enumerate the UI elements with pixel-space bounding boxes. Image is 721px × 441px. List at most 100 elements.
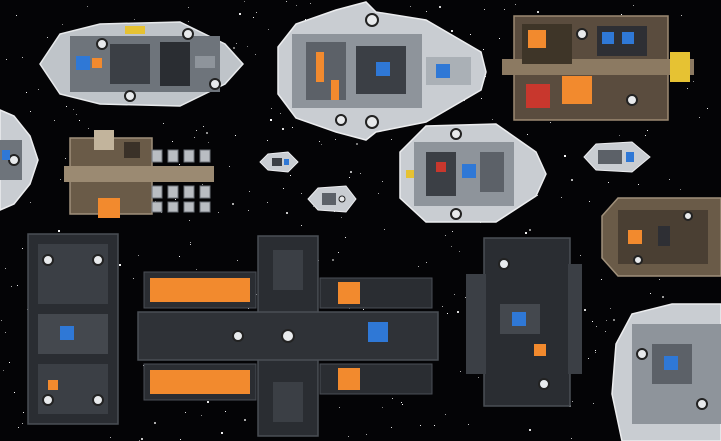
star bbox=[499, 38, 500, 39]
star bbox=[608, 182, 609, 183]
star bbox=[584, 309, 586, 311]
star bbox=[296, 5, 297, 6]
star bbox=[391, 427, 392, 428]
star bbox=[650, 293, 651, 294]
star bbox=[301, 193, 302, 194]
star bbox=[464, 100, 465, 101]
ship-2[interactable] bbox=[276, 1, 488, 141]
star bbox=[595, 352, 596, 353]
star bbox=[185, 412, 186, 413]
star bbox=[592, 321, 593, 322]
ship-13[interactable] bbox=[464, 234, 584, 410]
star bbox=[596, 326, 597, 327]
ship-12[interactable] bbox=[137, 235, 440, 437]
star bbox=[233, 47, 235, 49]
star bbox=[290, 175, 291, 176]
star bbox=[208, 142, 209, 143]
star bbox=[593, 403, 594, 404]
ship-5[interactable] bbox=[64, 130, 230, 222]
star bbox=[339, 407, 340, 408]
star bbox=[384, 229, 385, 230]
star bbox=[426, 262, 427, 263]
star bbox=[349, 177, 350, 178]
star bbox=[589, 201, 590, 202]
star bbox=[3, 370, 4, 371]
star bbox=[451, 246, 452, 247]
star bbox=[451, 30, 453, 32]
star bbox=[606, 320, 607, 321]
star bbox=[434, 425, 435, 426]
star bbox=[133, 278, 134, 279]
star bbox=[529, 429, 531, 431]
ship-10[interactable] bbox=[598, 196, 721, 278]
star bbox=[225, 411, 226, 412]
star bbox=[445, 235, 446, 236]
ship-7[interactable] bbox=[306, 184, 358, 214]
star bbox=[401, 402, 402, 403]
star bbox=[470, 34, 471, 35]
star bbox=[442, 306, 443, 307]
ship-6[interactable] bbox=[258, 150, 300, 174]
star bbox=[595, 350, 596, 351]
star bbox=[154, 422, 156, 424]
star bbox=[47, 37, 48, 38]
star bbox=[633, 5, 634, 6]
star bbox=[525, 232, 527, 234]
ship-1[interactable] bbox=[30, 14, 245, 114]
star bbox=[418, 266, 419, 267]
star bbox=[22, 423, 23, 424]
star bbox=[619, 135, 620, 136]
star bbox=[484, 9, 485, 10]
star bbox=[244, 419, 246, 421]
star bbox=[229, 166, 230, 167]
star bbox=[248, 210, 249, 211]
star bbox=[190, 244, 191, 245]
star bbox=[22, 57, 23, 58]
star bbox=[572, 401, 573, 402]
ship-11[interactable] bbox=[18, 230, 128, 430]
star bbox=[201, 415, 202, 416]
star bbox=[271, 108, 272, 109]
star bbox=[189, 220, 190, 221]
star bbox=[681, 15, 682, 16]
star bbox=[65, 158, 66, 159]
star bbox=[134, 19, 135, 20]
star bbox=[11, 286, 12, 287]
star bbox=[301, 225, 302, 226]
star bbox=[321, 144, 322, 145]
star bbox=[680, 189, 681, 190]
star bbox=[478, 377, 479, 378]
star bbox=[286, 212, 288, 214]
star bbox=[564, 155, 566, 157]
ship-3[interactable] bbox=[502, 14, 694, 124]
star bbox=[17, 285, 18, 286]
ship-14[interactable] bbox=[611, 303, 721, 441]
star bbox=[280, 113, 281, 114]
star bbox=[338, 252, 339, 253]
star bbox=[410, 6, 411, 7]
star bbox=[62, 24, 63, 25]
star bbox=[5, 268, 6, 269]
star bbox=[439, 6, 441, 8]
ship-8[interactable] bbox=[396, 122, 548, 226]
star bbox=[179, 256, 180, 257]
star bbox=[348, 436, 349, 437]
ship-4[interactable] bbox=[0, 109, 40, 211]
star bbox=[356, 143, 358, 145]
star bbox=[26, 92, 27, 93]
ship-9[interactable] bbox=[582, 140, 652, 174]
star bbox=[319, 141, 320, 142]
star bbox=[571, 438, 572, 439]
star bbox=[426, 11, 427, 12]
star bbox=[247, 46, 248, 47]
star bbox=[305, 19, 306, 20]
star bbox=[60, 179, 61, 180]
star bbox=[659, 279, 660, 280]
star bbox=[38, 89, 39, 90]
star bbox=[194, 137, 195, 138]
star bbox=[391, 139, 392, 140]
star bbox=[249, 191, 250, 192]
star bbox=[669, 179, 670, 180]
star bbox=[481, 98, 482, 99]
star bbox=[588, 358, 589, 359]
